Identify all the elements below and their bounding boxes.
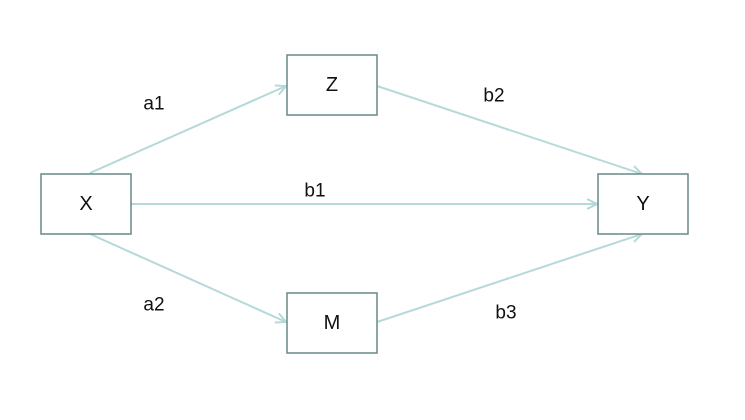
node-z-label: Z (326, 74, 338, 96)
node-y-box (597, 173, 689, 235)
edge-z-to-y (376, 85, 642, 174)
edge-label-b3: b3 (495, 303, 516, 324)
node-y-label: Y (636, 193, 649, 215)
edge-x-to-m (89, 233, 286, 322)
edge-label-b1: b1 (304, 181, 325, 202)
edge-label-a2: a2 (143, 295, 164, 316)
edge-m-to-y (376, 234, 642, 323)
edge-label-a1: a1 (143, 94, 164, 115)
node-m-label: M (324, 312, 341, 334)
node-x-label: X (79, 193, 92, 215)
node-z: Z (286, 54, 378, 116)
node-y: Y (597, 173, 689, 235)
node-x-box (40, 173, 132, 235)
edge-label-b2: b2 (483, 86, 504, 107)
node-x: X (40, 173, 132, 235)
edge-x-to-z (89, 86, 286, 174)
node-m: M (286, 292, 378, 354)
node-m-box (286, 292, 378, 354)
node-z-box (286, 54, 378, 116)
